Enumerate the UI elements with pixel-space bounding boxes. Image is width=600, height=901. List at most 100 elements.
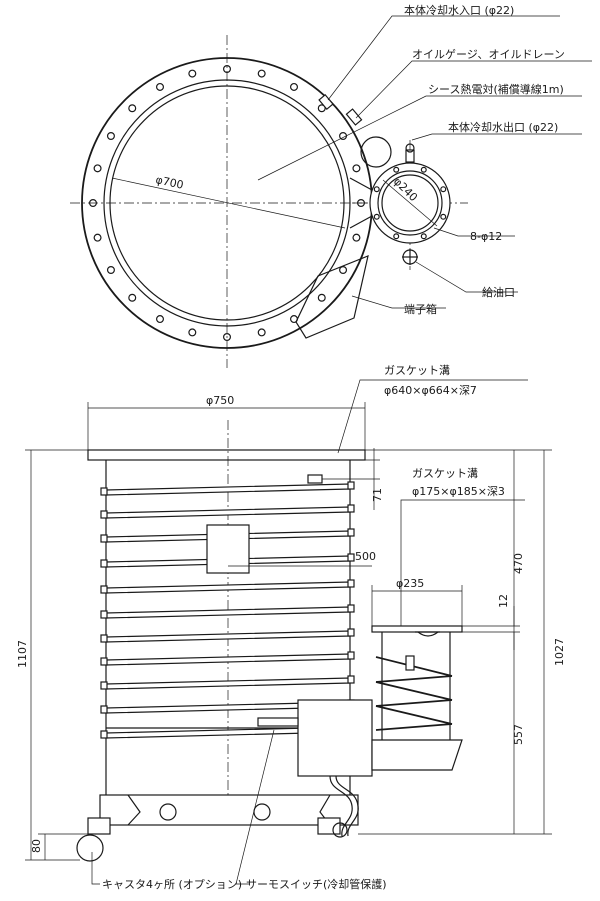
label-cooling-inlet: 本体冷却水入口 (φ22) xyxy=(404,3,514,17)
bolt-hole xyxy=(290,315,299,324)
coil-end-right xyxy=(347,628,355,637)
coil-end-left xyxy=(100,705,108,714)
sub-bolt-holes xyxy=(373,166,447,240)
leader-gasket-top xyxy=(337,379,528,454)
bolt-hole xyxy=(223,333,232,342)
bolt-hole xyxy=(88,199,97,208)
inlet-fitting xyxy=(318,93,334,111)
label-gasket-top-dims: φ640×φ664×深7 xyxy=(384,384,477,397)
oil-inlet-side xyxy=(405,655,415,671)
main-diameter-dim-line xyxy=(111,177,346,229)
leader-oil-inlet xyxy=(415,261,518,293)
label-gasket-sub: ガスケット溝 xyxy=(412,467,478,480)
dim-470-text: 470 xyxy=(512,553,525,574)
label-gasket-sub-dims: φ175×φ185×深3 xyxy=(412,485,505,498)
sub-coil-turn-back xyxy=(375,699,453,707)
coil-end-right xyxy=(347,553,355,562)
bolt-hole xyxy=(156,82,165,91)
coil-end-left xyxy=(100,681,108,690)
coil-end-right xyxy=(347,675,355,684)
dim-500-text: 500 xyxy=(355,550,376,563)
sub-bolt-hole xyxy=(393,233,400,240)
bolt-hole xyxy=(93,233,102,242)
thermo-switch xyxy=(257,717,299,727)
caster-wheel-right xyxy=(332,822,348,838)
label-thermo-switch: サーモスイッチ(冷却管保護) xyxy=(246,877,387,891)
sub-bolt-hole xyxy=(373,186,380,193)
coil-end-left xyxy=(100,730,108,739)
coil-end-right xyxy=(347,604,355,613)
terminal-box-side xyxy=(297,699,373,777)
bolt-hole xyxy=(128,293,137,302)
leader-thermocouple xyxy=(257,95,582,181)
sub-bolt-hole xyxy=(440,213,447,220)
leader-cooling-inlet xyxy=(327,15,560,101)
main-flange-inner xyxy=(103,79,351,327)
bolt-hole xyxy=(357,199,366,208)
dim-12-text: 12 xyxy=(497,594,510,608)
main-diameter-label: φ700 xyxy=(154,173,184,192)
sub-coil-turn-back xyxy=(375,675,453,683)
bolt-hole xyxy=(106,132,115,141)
coil-end-right xyxy=(347,579,355,588)
sub-neck-upper xyxy=(349,177,373,191)
sub-bolt-hole xyxy=(440,186,447,193)
coil-end-left xyxy=(100,487,108,496)
coil-end-left xyxy=(100,657,108,666)
caster-mount-right xyxy=(317,817,341,835)
coil-end-right xyxy=(347,651,355,660)
sub-diameter-dim-line xyxy=(382,179,438,227)
bolt-hole xyxy=(188,69,197,78)
leader-gasket-sub xyxy=(400,499,525,626)
dim-80-text: 80 xyxy=(30,839,43,853)
top-flange xyxy=(87,449,366,461)
oil-gauge-fitting xyxy=(345,108,363,126)
sub-coil-turn xyxy=(375,705,453,725)
center-panel xyxy=(206,524,250,574)
thermocouple-port xyxy=(360,136,392,168)
bolt-hole xyxy=(352,233,361,242)
label-oil-gauge: オイルゲージ、オイルドレーン xyxy=(412,48,565,61)
outlet-fitting-cap xyxy=(405,143,415,153)
label-cooling-outlet: 本体冷却水出口 (φ22) xyxy=(448,120,558,134)
sub-flange-side xyxy=(371,625,463,633)
base-hole-1 xyxy=(159,803,177,821)
coil-end-left xyxy=(100,634,108,643)
sub-bolt-hole xyxy=(373,213,380,220)
bolt-hole xyxy=(290,82,299,91)
cable xyxy=(329,775,353,837)
coil-end-left xyxy=(100,534,108,543)
leader-bolt-holes xyxy=(433,227,515,237)
bolt-hole xyxy=(317,104,326,113)
label-thermocouple: シース熱電対(補償導線1m) xyxy=(428,82,564,96)
label-terminal-box: 端子箱 xyxy=(404,302,437,316)
caster-mount-left xyxy=(87,817,111,835)
bolt-hole xyxy=(188,328,197,337)
leader-terminal-box xyxy=(351,295,446,309)
coil-end-left xyxy=(100,610,108,619)
sub-bolt-hole xyxy=(420,233,427,240)
coil-end-right xyxy=(347,528,355,537)
bolt-hole xyxy=(339,266,348,275)
dim-235-text: φ235 xyxy=(396,577,424,590)
bolt-hole xyxy=(156,315,165,324)
leader-cooling-outlet xyxy=(411,133,582,141)
bolt-hole xyxy=(128,104,137,113)
cooling-coils xyxy=(100,481,355,739)
coil-end-left xyxy=(100,559,108,568)
bolt-hole xyxy=(223,64,232,73)
leader-casters xyxy=(91,852,100,885)
label-casters: キャスタ4ヶ所 (オプション) xyxy=(102,878,242,891)
label-bolt-holes: 8-φ12 xyxy=(470,230,502,243)
coil-end-right xyxy=(347,481,355,490)
coil-end-right xyxy=(347,504,355,513)
bolt-hole xyxy=(317,293,326,302)
side-fitting xyxy=(307,474,323,484)
bolt-hole xyxy=(257,328,266,337)
base-frame xyxy=(99,794,359,826)
side-view: φ750 ガスケット溝 φ640×φ664×深7 ガスケット溝 φ175×φ18… xyxy=(16,364,566,891)
bolt-hole xyxy=(93,164,102,173)
dim-750-text: φ750 xyxy=(206,394,234,407)
coil-end-left xyxy=(100,510,108,519)
sub-coil-turn-back xyxy=(375,723,453,731)
